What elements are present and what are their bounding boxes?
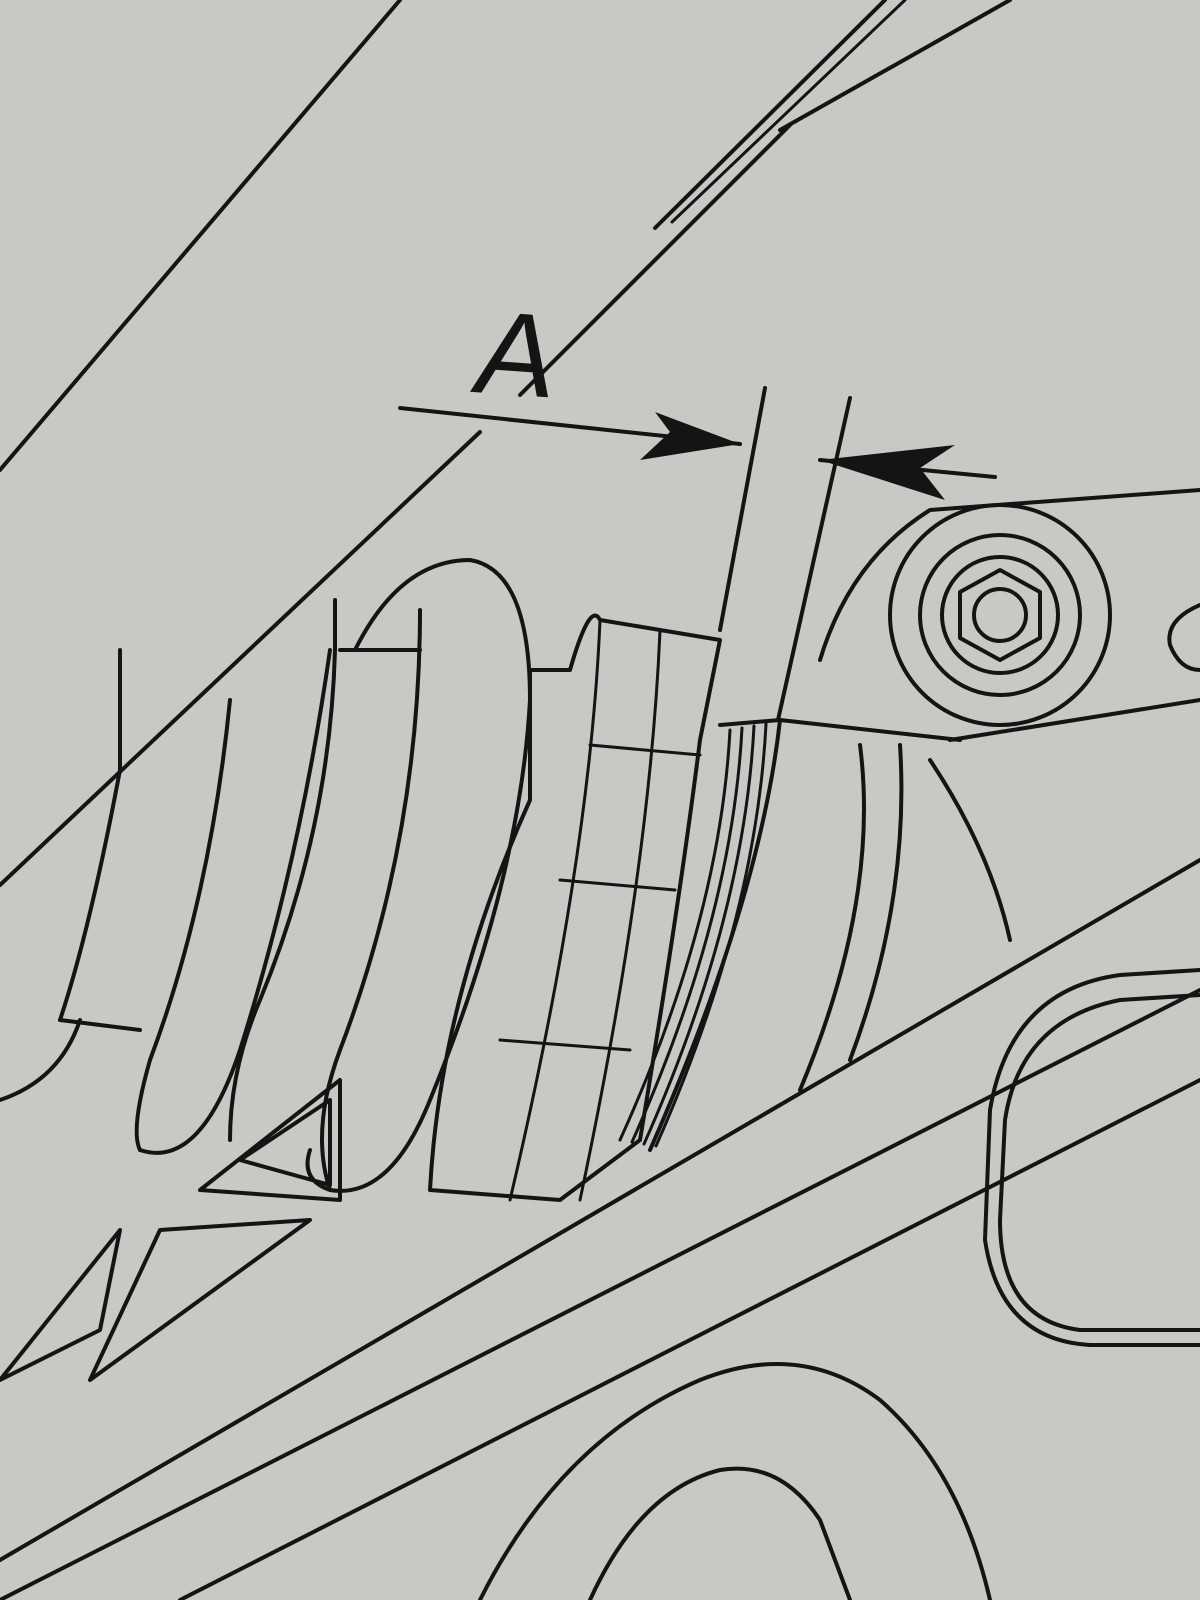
mount-bolt <box>818 488 1200 742</box>
dimension-a <box>398 386 997 722</box>
preload-adjuster <box>428 613 1012 1202</box>
spring-coils <box>0 558 532 1382</box>
arrow-head-right <box>820 445 955 500</box>
arrow-head-left <box>640 412 740 460</box>
